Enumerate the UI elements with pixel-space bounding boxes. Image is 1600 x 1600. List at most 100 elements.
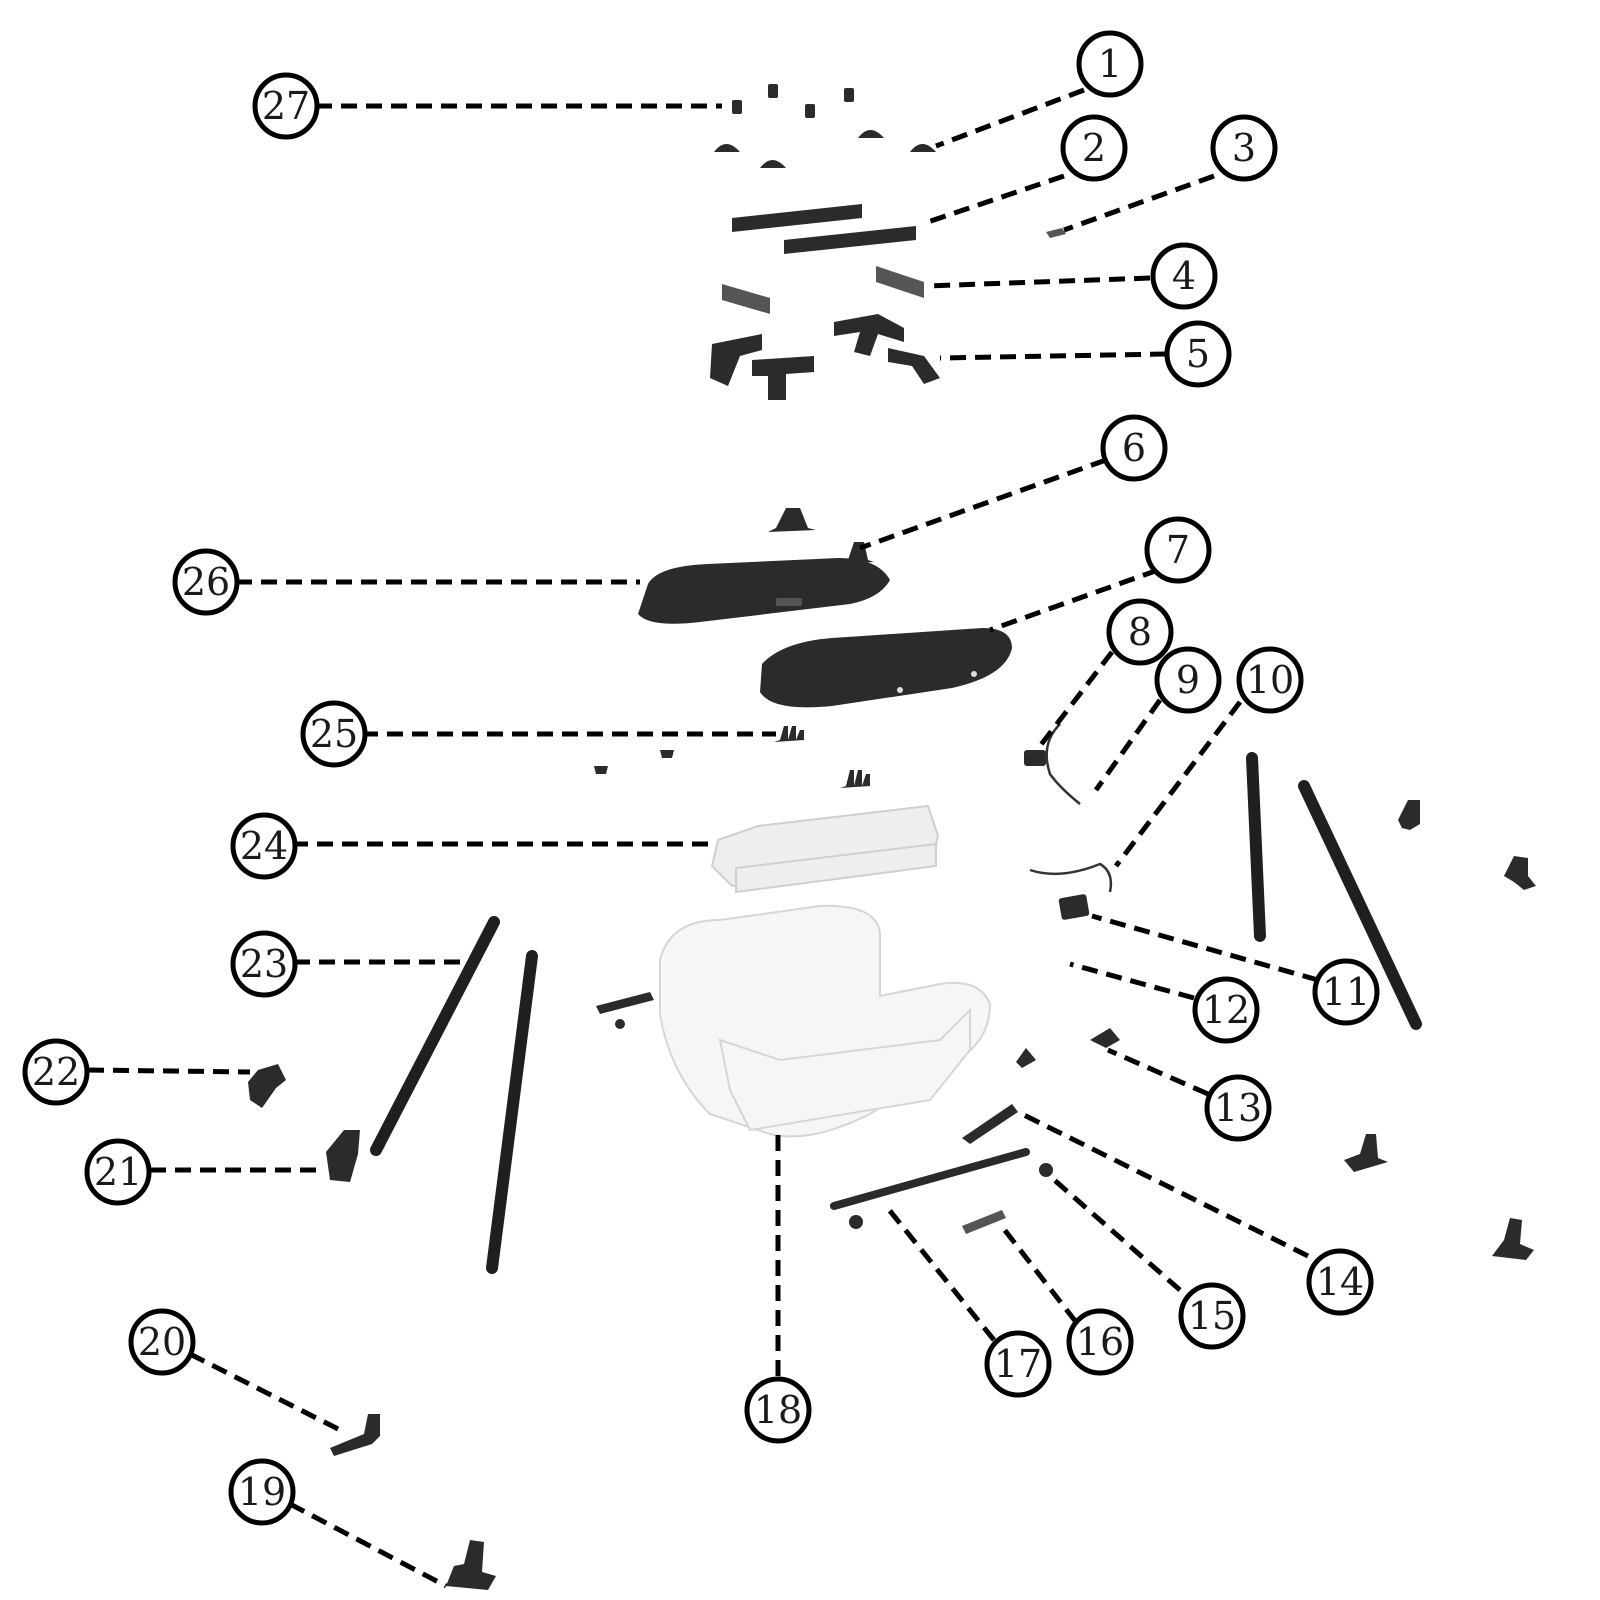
callout-20[interactable]: 20: [128, 1308, 196, 1376]
callout-8[interactable]: 8: [1106, 598, 1174, 666]
part-6-knobs: [768, 508, 874, 564]
callout-11[interactable]: 11: [1312, 958, 1380, 1026]
leader-10: [1114, 700, 1242, 868]
part-17-bar: [830, 1148, 1030, 1229]
part-20-foot: [330, 1414, 380, 1456]
leader-17: [884, 1204, 996, 1342]
callout-label: 11: [1322, 970, 1370, 1014]
callout-label: 1: [1098, 42, 1122, 86]
leader-19: [288, 1501, 448, 1589]
callout-label: 24: [240, 824, 288, 868]
callout-label: 9: [1176, 658, 1200, 702]
callout-15[interactable]: 15: [1178, 1282, 1246, 1350]
callout-label: 12: [1202, 988, 1250, 1032]
callout-10[interactable]: 10: [1236, 646, 1304, 714]
callout-label: 21: [94, 1150, 142, 1194]
leader-5: [939, 351, 1167, 361]
leader-15: [1050, 1176, 1182, 1292]
callout-label: 18: [754, 1388, 802, 1432]
part-27-clips: [732, 84, 854, 118]
callout-19[interactable]: 19: [228, 1458, 296, 1526]
callout-label: 14: [1316, 1260, 1364, 1304]
leader-16: [998, 1222, 1078, 1324]
callout-label: 16: [1076, 1320, 1124, 1364]
callout-label: 3: [1232, 126, 1256, 170]
callout-25[interactable]: 25: [300, 700, 368, 768]
part-21-bracket: [326, 1130, 360, 1182]
part-14-plate: [962, 1104, 1018, 1144]
callout-14[interactable]: 14: [1306, 1248, 1374, 1316]
leader-8: [1038, 650, 1114, 748]
callout-label: 23: [240, 942, 288, 986]
callout-26[interactable]: 26: [172, 548, 240, 616]
callout-21[interactable]: 21: [84, 1138, 152, 1206]
part-22-connector: [248, 1064, 286, 1108]
callout-label: 6: [1122, 426, 1146, 470]
part-1-caps: [714, 130, 936, 168]
part-26-upper-cover: [638, 558, 890, 624]
callout-22[interactable]: 22: [22, 1038, 90, 1106]
callout-12[interactable]: 12: [1192, 976, 1260, 1044]
callout-2[interactable]: 2: [1060, 114, 1128, 182]
callout-17[interactable]: 17: [984, 1330, 1052, 1398]
part-16-bracket: [962, 1210, 1006, 1234]
part-24-tray: [710, 804, 940, 894]
part-side-bracket: [596, 992, 654, 1029]
callout-label: 13: [1214, 1086, 1262, 1130]
part-13-clip: [1016, 1028, 1120, 1068]
part-25-fasteners: [594, 726, 870, 788]
callout-18[interactable]: 18: [744, 1376, 812, 1444]
callout-label: 2: [1082, 126, 1106, 170]
callout-label: 17: [994, 1342, 1042, 1386]
callout-label: 10: [1246, 658, 1294, 702]
callout-label: 4: [1172, 254, 1196, 298]
callout-23[interactable]: 23: [230, 930, 298, 998]
leader-14: [1016, 1109, 1310, 1259]
part-11-rods: [1246, 752, 1422, 1030]
leader-3: [1063, 173, 1215, 233]
callouts: 1 2 3 4 5 6 7 8 9 10 11 12 13 14 15 16 1…: [22, 30, 1380, 1526]
leader-1: [935, 87, 1085, 149]
callout-16[interactable]: 16: [1066, 1308, 1134, 1376]
callout-6[interactable]: 6: [1100, 414, 1168, 482]
callout-27[interactable]: 27: [252, 72, 320, 140]
callout-label: 15: [1188, 1294, 1236, 1338]
parts-layer: [248, 84, 1536, 1590]
callout-label: 26: [182, 560, 230, 604]
part-19-foot: [446, 1540, 496, 1590]
part-main-body: [659, 904, 992, 1138]
callout-label: 7: [1166, 528, 1190, 572]
leader-2: [921, 173, 1065, 227]
part-right-connectors: [1344, 800, 1536, 1260]
leader-13: [1106, 1047, 1210, 1097]
callout-7[interactable]: 7: [1144, 516, 1212, 584]
part-8-11-electronics: [1024, 723, 1113, 920]
part-7-lower-cover: [760, 628, 1012, 708]
part-23-rods: [370, 916, 538, 1274]
callout-4[interactable]: 4: [1150, 242, 1218, 310]
leader-4: [925, 275, 1151, 289]
part-2-bars: [732, 204, 916, 254]
callout-13[interactable]: 13: [1204, 1074, 1272, 1142]
part-4-blocks: [722, 266, 924, 314]
leader-11: [1091, 913, 1319, 983]
leader-lines: [87, 87, 1319, 1589]
callout-9[interactable]: 9: [1154, 646, 1222, 714]
leader-9: [1093, 698, 1163, 792]
callout-5[interactable]: 5: [1164, 320, 1232, 388]
leader-12: [1069, 961, 1195, 1001]
part-3-screw: [1046, 228, 1066, 238]
callout-3[interactable]: 3: [1210, 114, 1278, 182]
callout-label: 25: [310, 712, 358, 756]
callout-label: 19: [238, 1470, 286, 1514]
callout-label: 5: [1186, 332, 1210, 376]
part-15-knob: [1039, 1163, 1053, 1177]
callout-label: 22: [32, 1050, 80, 1094]
callout-1[interactable]: 1: [1076, 30, 1144, 98]
callout-label: 8: [1128, 610, 1152, 654]
part-5-brackets: [710, 314, 940, 400]
callout-label: 27: [262, 84, 310, 128]
leader-20: [188, 1351, 346, 1435]
callout-24[interactable]: 24: [230, 812, 298, 880]
callout-label: 20: [138, 1320, 186, 1364]
